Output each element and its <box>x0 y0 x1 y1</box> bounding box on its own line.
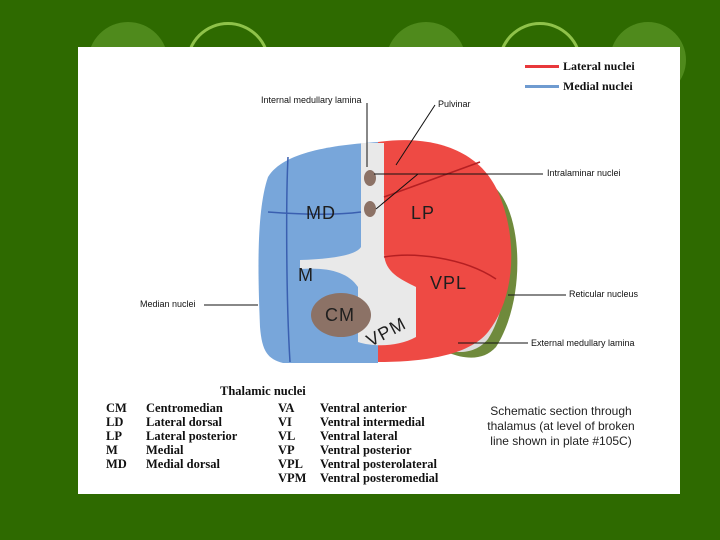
abbr-code: VP <box>278 443 295 457</box>
legend-swatch-lateral <box>525 65 559 68</box>
region-label-lp: LP <box>411 203 436 223</box>
abbr-name: Lateral posterior <box>146 429 238 443</box>
internal-medullary-lamina <box>300 143 416 346</box>
lamina-border-right <box>383 161 481 198</box>
caption-line: line shown in plate #105C) <box>490 434 632 448</box>
vpl-border <box>383 254 497 280</box>
diagram-panel: Lateral nuclei Medial nuclei Internal me… <box>78 47 680 494</box>
intralaminar-nucleus-lower <box>364 201 376 217</box>
leader-intralaminar-diag <box>375 173 419 210</box>
caption-line: Schematic section through <box>490 404 632 418</box>
label-pulvinar: Pulvinar <box>438 99 471 109</box>
abbr-name: Ventral anterior <box>320 401 407 415</box>
abbr-code: LD <box>106 415 124 429</box>
label-median-nuclei: Median nuclei <box>140 299 196 309</box>
centromedian-nucleus <box>311 293 371 337</box>
label-reticular-nucleus: Reticular nucleus <box>569 289 639 299</box>
abbr-code: VA <box>278 401 295 415</box>
abbr-name: Ventral lateral <box>320 429 398 443</box>
label-external-medullary-lamina: External medullary lamina <box>531 338 635 348</box>
region-label-cm: CM <box>325 305 355 325</box>
abbr-name: Ventral posteromedial <box>320 471 439 485</box>
label-internal-medullary-lamina: Internal medullary lamina <box>261 95 362 105</box>
thalamus-diagram <box>204 103 566 363</box>
caption-line: thalamus (at level of broken <box>487 419 635 433</box>
abbr-name: Ventral posterolateral <box>320 457 437 471</box>
abbr-left-names: Centromedian Lateral dorsal Lateral post… <box>146 401 237 471</box>
abbr-name: Medial <box>146 443 184 457</box>
region-label-md: MD <box>306 203 336 223</box>
abbr-code: MD <box>106 457 127 471</box>
label-intralaminar-nuclei: Intralaminar nuclei <box>547 168 621 178</box>
region-label-m: M <box>298 265 314 285</box>
figure-caption: Schematic section through thalamus (at l… <box>466 404 656 449</box>
abbreviations-title: Thalamic nuclei <box>220 384 306 398</box>
abbr-name: Lateral dorsal <box>146 415 223 429</box>
abbr-code: M <box>106 443 118 457</box>
legend-label-lateral: Lateral nuclei <box>563 59 635 73</box>
medial-inner-border <box>285 156 291 363</box>
intralaminar-nucleus-upper <box>364 170 376 186</box>
abbr-name: Medial dorsal <box>146 457 220 471</box>
lamina-border-left <box>267 211 362 215</box>
abbr-code: VPM <box>278 471 307 485</box>
legend-swatch-medial <box>525 85 559 88</box>
abbr-right-codes: VA VI VL VP VPL VPM <box>278 401 306 485</box>
abbr-code: VI <box>278 415 292 429</box>
region-label-vpl: VPL <box>430 273 468 293</box>
abbr-code: VL <box>278 429 296 443</box>
abbr-name: Centromedian <box>146 401 223 415</box>
abbr-code: LP <box>106 429 122 443</box>
abbr-right-names: Ventral anterior Ventral intermedial Ven… <box>320 401 438 485</box>
abbr-name: Ventral posterior <box>320 443 412 457</box>
legend-label-medial: Medial nuclei <box>563 79 633 93</box>
abbr-code: VPL <box>278 457 303 471</box>
abbr-code: CM <box>106 401 127 415</box>
leader-pulvinar <box>395 104 436 166</box>
abbr-left-codes: CM LD LP M MD <box>106 401 127 471</box>
abbr-name: Ventral intermedial <box>320 415 425 429</box>
